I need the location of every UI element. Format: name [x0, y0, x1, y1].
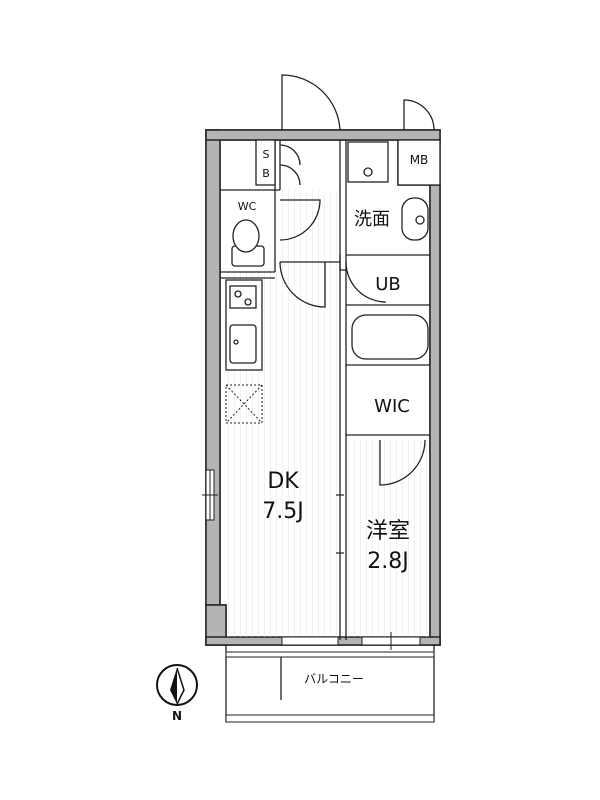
- sink-icon: [229, 324, 257, 364]
- bathroom: UB: [345, 261, 429, 360]
- entrance-floor: [280, 190, 340, 270]
- right-wall: [429, 184, 441, 646]
- meter-box-label: MB: [410, 153, 429, 167]
- left-wall: [205, 129, 221, 606]
- interior-walls: [220, 140, 430, 640]
- entrance-door: [281, 74, 341, 131]
- top-wall: [205, 129, 441, 141]
- north-compass-icon: N: [156, 664, 198, 723]
- dk-size-label: 7.5J: [262, 499, 303, 524]
- toilet-room: WC: [231, 199, 321, 267]
- dk-name-label: DK: [267, 469, 299, 494]
- balcony-label: バルコニー: [304, 672, 364, 686]
- shoe-box: S B: [255, 139, 301, 186]
- washing-machine-pan-icon: [347, 141, 389, 183]
- sliding-partition: [336, 494, 344, 554]
- washroom: 洗面: [347, 141, 429, 241]
- western-floor: [346, 440, 430, 637]
- dk-window: [202, 469, 218, 521]
- refrigerator-space: [225, 384, 263, 424]
- shoe-box-label-s: S: [263, 148, 270, 161]
- toilet-door: [279, 199, 321, 241]
- toilet-bowl-icon: [232, 219, 260, 253]
- kitchen: [225, 261, 326, 424]
- balcony-doors: [281, 632, 421, 650]
- western-name-label: 洋室: [366, 519, 410, 544]
- closet-door: [379, 439, 426, 486]
- toilet-label: WC: [238, 200, 257, 213]
- washroom-label: 洗面: [354, 209, 390, 230]
- meter-box-door: [403, 99, 435, 131]
- closet-label: WIC: [374, 396, 410, 417]
- north-label: N: [172, 709, 182, 723]
- stove-icon: [229, 285, 257, 309]
- dk-door: [279, 261, 326, 308]
- shoe-box-label-b: B: [262, 167, 270, 180]
- balcony: バルコニー: [225, 645, 435, 723]
- meter-box: [397, 139, 441, 186]
- wash-basin-icon: [401, 197, 429, 241]
- walk-in-closet: WIC: [374, 396, 426, 486]
- western-size-label: 2.8J: [367, 549, 408, 574]
- bath-label: UB: [375, 274, 401, 295]
- bathtub-icon: [351, 314, 429, 360]
- bath-door: [345, 261, 387, 303]
